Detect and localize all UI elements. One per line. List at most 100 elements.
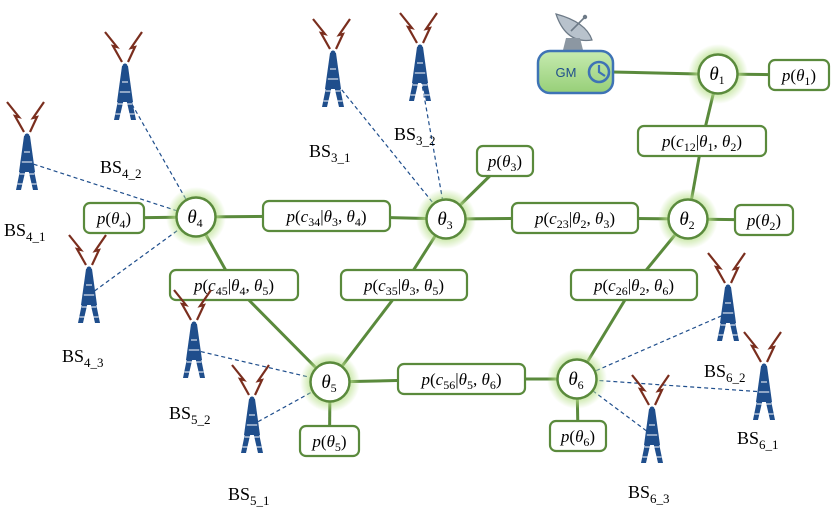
clock-hands (597, 65, 606, 77)
base-station-BS5_1[interactable]: BS5_1 (228, 364, 270, 508)
link-BS3_2 (419, 72, 447, 220)
cell-tower-icon (399, 12, 438, 101)
tower-body (644, 409, 660, 445)
factor-box (475, 144, 535, 178)
variable-node-t3[interactable]: θ3 (416, 189, 476, 249)
prior-factor-p6[interactable]: p(θ6​) (548, 419, 608, 453)
node-circle (556, 358, 598, 400)
lightning-icon (173, 289, 192, 321)
factor-label-p5: p(θ5​) (311, 432, 346, 454)
tower-body (186, 324, 202, 360)
pair-factor-c26[interactable]: p(c26​|θ2​, θ6​) (569, 268, 699, 302)
variable-node-t5[interactable]: θ5 (300, 352, 360, 412)
lightning-icon (654, 374, 670, 406)
cell-tower-icon (104, 31, 143, 120)
lightning-icon (231, 364, 250, 396)
tower-tip (649, 406, 655, 412)
factor-label-p1: p(θ1​) (781, 66, 816, 88)
link-BS5_2 (193, 349, 331, 383)
cell-tower-icon (68, 234, 107, 323)
base-station-BS6_3[interactable]: BS6_3 (628, 374, 670, 506)
factor-label-p4: p(θ4​) (96, 209, 131, 231)
prior-factor-p2[interactable]: p(θ2​) (733, 203, 795, 237)
base-station-BS6_2[interactable]: BS6_2 (704, 252, 746, 385)
lightning-icon (6, 101, 25, 133)
factor-label-p6: p(θ6​) (560, 427, 595, 449)
factor-box (82, 201, 146, 235)
dish-base (563, 38, 583, 50)
tower-body (244, 399, 260, 435)
base-station-BS5_2[interactable]: BS5_2 (169, 289, 212, 427)
bs-label-BS5_2: BS5_2 (169, 403, 211, 427)
prior-factor-p1[interactable]: p(θ1​) (767, 58, 831, 92)
link-BS6_1 (576, 378, 765, 393)
variable-node-t6[interactable]: θ6 (547, 349, 607, 409)
base-station-BS4_3[interactable]: BS4_3 (62, 234, 107, 370)
gm-node[interactable]: GM (536, 13, 615, 95)
factor-box (767, 58, 831, 92)
base-station-BS3_2[interactable]: BS3_2 (394, 12, 438, 148)
bs-label-BS3_2: BS3_2 (394, 124, 436, 148)
tower-tip (417, 44, 423, 50)
tower-body (756, 366, 772, 402)
pair-factor-c12[interactable]: p(c12​|θ1​, θ2​) (636, 124, 768, 158)
tower-tip (24, 133, 30, 139)
tower-tip (761, 363, 767, 369)
variable-node-t4[interactable]: θ4 (166, 187, 226, 247)
bs-label-BS5_1: BS5_1 (228, 484, 270, 508)
cell-tower-icon (312, 18, 351, 107)
lightning-icon (631, 374, 650, 406)
prior-factor-p3[interactable]: p(θ3​) (475, 144, 535, 178)
tower-body (412, 47, 428, 83)
link-BS5_1 (251, 381, 331, 426)
lightning-icon (68, 234, 87, 266)
factor-box (261, 199, 392, 233)
factor-box (298, 424, 361, 458)
tower-body (19, 136, 35, 172)
bs-label-BS4_2: BS4_2 (100, 157, 142, 181)
tower-tip (725, 284, 731, 290)
factor-box (569, 268, 699, 302)
cell-tower-icon (231, 364, 270, 453)
lightning-icon (104, 31, 123, 63)
factor-box (510, 201, 640, 235)
pair-factor-c23[interactable]: p(c23​|θ2​, θ3​) (510, 201, 640, 235)
pair-factor-c45[interactable]: p(c45​|θ4​, θ5​) (168, 268, 300, 302)
base-station-BS3_1[interactable]: BS3_1 (309, 18, 351, 165)
prior-factor-p5[interactable]: p(θ5​) (298, 424, 361, 458)
tower-tip (86, 266, 92, 272)
gm-label: GM (556, 65, 577, 80)
factor-box (339, 268, 469, 302)
variable-node-t2[interactable]: θ2 (658, 189, 718, 249)
factor-label-c23: p(c23​|θ2​, θ3​) (534, 209, 615, 231)
link-BS4_3 (88, 216, 197, 296)
tower-body (325, 53, 341, 89)
tower-body (81, 269, 97, 305)
lightning-icon (335, 18, 351, 50)
bs-label-BS6_2: BS6_2 (704, 361, 746, 385)
variable-node-t1[interactable]: θ1 (688, 44, 748, 104)
tower-tip (249, 396, 255, 402)
base-station-BS4_1[interactable]: BS4_1 (4, 101, 46, 244)
pair-factor-c56[interactable]: p(c56​|θ5​, θ6​) (396, 362, 527, 396)
cell-tower-icon (743, 331, 782, 420)
pair-factor-c34[interactable]: p(c34​|θ3​, θ4​) (261, 199, 392, 233)
lightning-icon (707, 252, 726, 284)
node-circle (309, 361, 351, 403)
factor-label-c56: p(c56​|θ5​, θ6​) (420, 370, 501, 392)
cell-tower-icon (173, 289, 212, 378)
lightning-icon (766, 331, 782, 363)
cell-tower-icon (6, 101, 45, 190)
lightning-icon (422, 12, 438, 44)
factor-label-c12: p(c12​|θ1​, θ2​) (661, 132, 742, 154)
dish-feed (582, 14, 588, 20)
factor-box (396, 362, 527, 396)
base-station-BS6_1[interactable]: BS6_1 (737, 331, 782, 452)
prior-factor-p4[interactable]: p(θ4​) (82, 201, 146, 235)
dish-arm (570, 17, 585, 32)
pair-factor-c35[interactable]: p(c35​|θ3​, θ5​) (339, 268, 469, 302)
base-station-BS4_2[interactable]: BS4_2 (100, 31, 143, 181)
tower-tip (122, 63, 128, 69)
bs-label-BS3_1: BS3_1 (309, 141, 351, 165)
